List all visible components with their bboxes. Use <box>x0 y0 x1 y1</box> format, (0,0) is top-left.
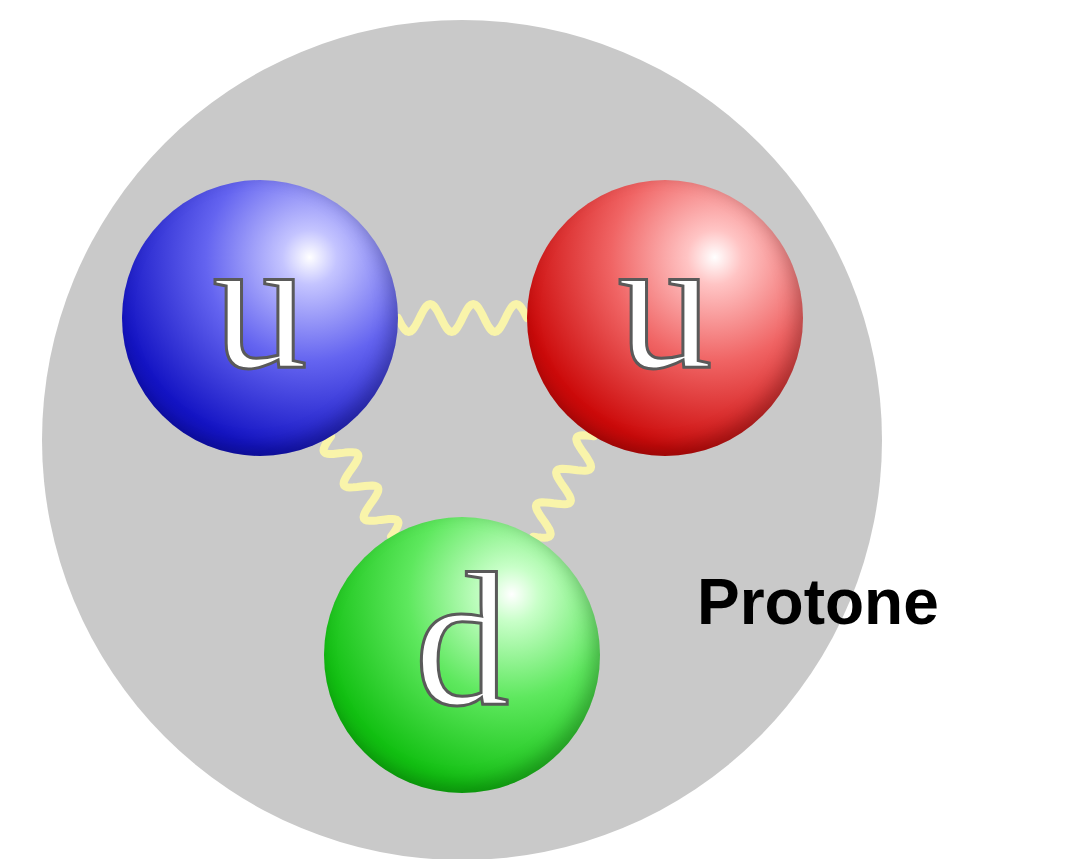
gluon-line <box>398 304 527 332</box>
up-quark-sphere: u <box>122 180 398 456</box>
gluon-line <box>324 436 399 536</box>
up-quark-sphere: u <box>527 180 803 456</box>
proton-circle: Protoneuud <box>42 20 882 859</box>
quark-symbol: u <box>213 208 308 398</box>
down-quark-sphere: d <box>324 517 600 793</box>
particle-name: Protone <box>697 570 939 634</box>
quark-symbol: u <box>618 208 713 398</box>
quark-symbol: d <box>415 545 510 735</box>
gluon-line <box>533 435 594 537</box>
